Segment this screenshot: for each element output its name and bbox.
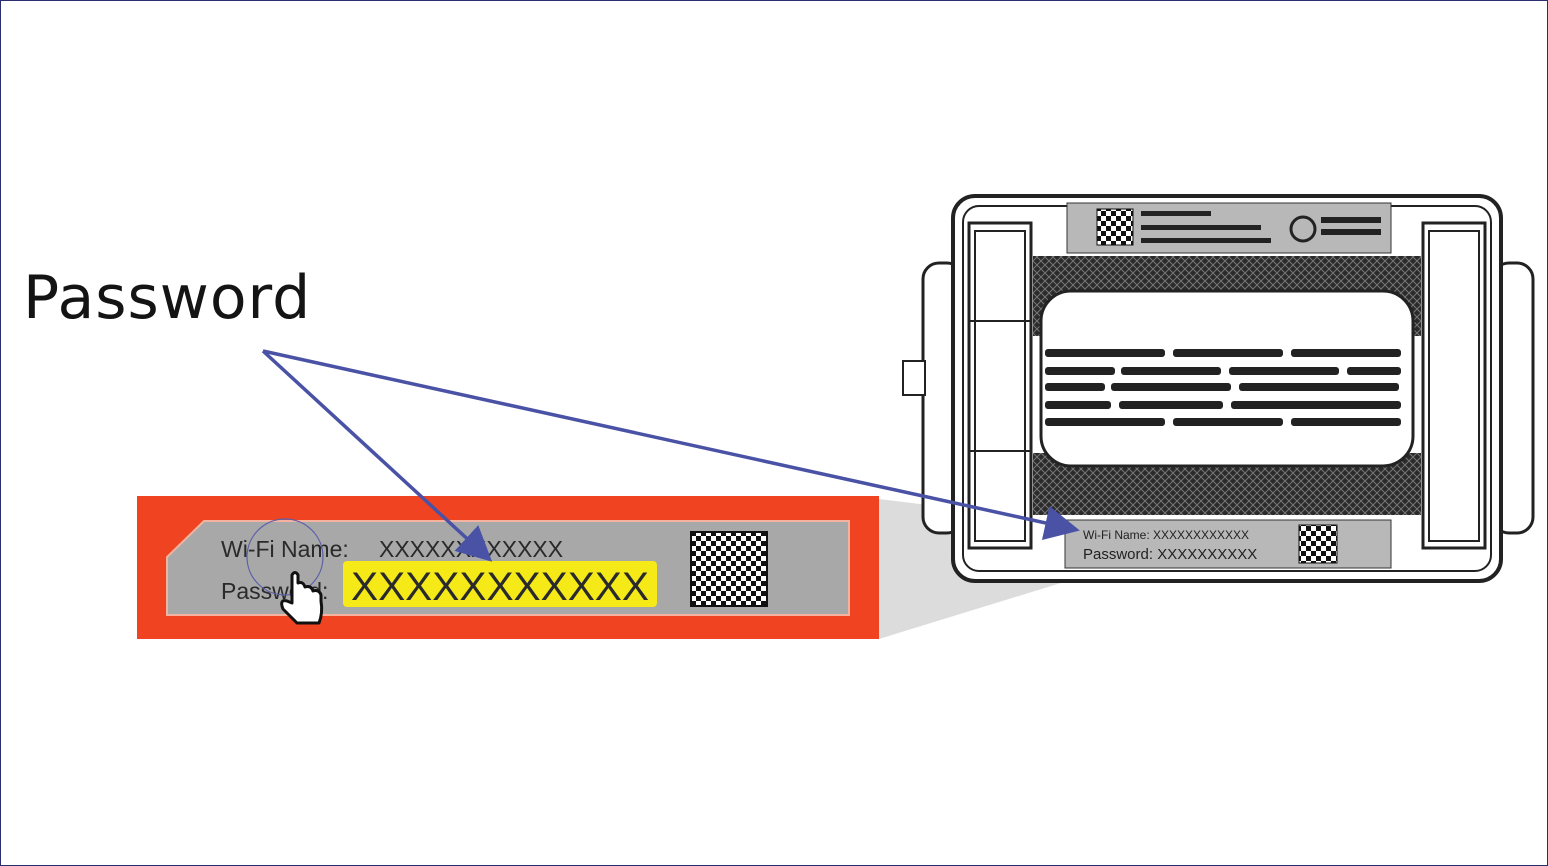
zoomed-label: [137, 496, 879, 639]
arrow-to-zoom-label: [261, 349, 493, 562]
router-device: [902, 194, 1535, 583]
hand-pointer-icon: [246, 518, 324, 625]
zoom-password-value: XXXXXXXXXXX: [351, 565, 649, 609]
zoom-wifi-prefix: Wi-Fi Name:: [221, 536, 349, 562]
password-highlight: [343, 561, 657, 607]
zoom-wifi-value: XXXXXXXXXXXX: [379, 536, 563, 562]
device-wifi-line: Wi-Fi Name: XXXXXXXXXXXX: [1083, 528, 1249, 542]
device-password-line: Password: XXXXXXXXXX: [1083, 546, 1257, 563]
callout-title: Password: [23, 263, 312, 333]
arrow-to-device-label: [262, 349, 1080, 541]
qr-code: [690, 531, 768, 607]
